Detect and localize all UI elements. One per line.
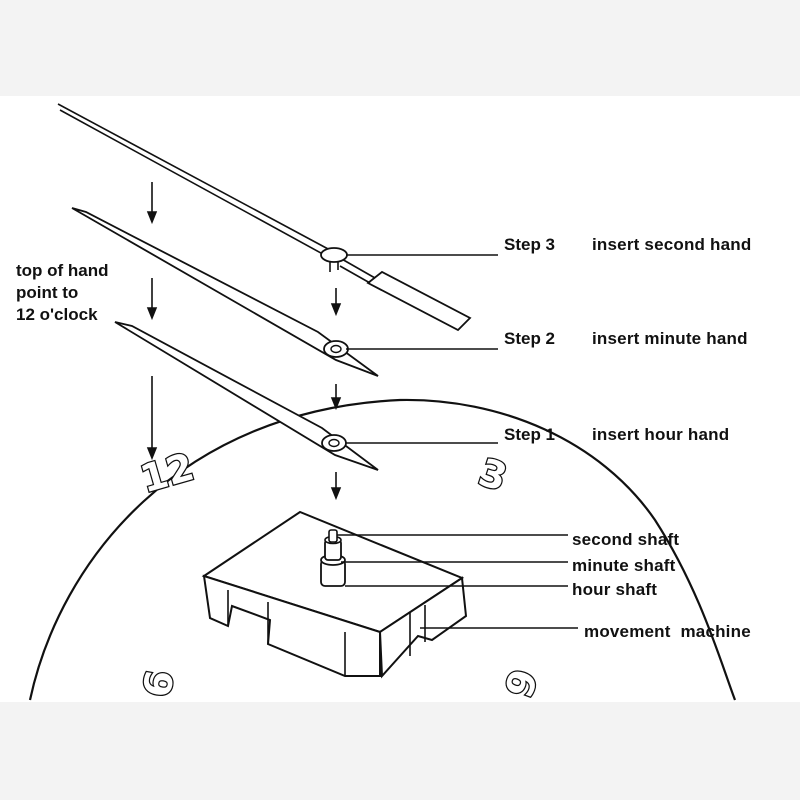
leader-lines [337,254,578,629]
movement-machine [201,510,468,679]
movement-machine-label: movement machine [584,622,751,641]
note-line-3: 12 o'clock [16,305,98,324]
dial-number-6: 6 [495,663,545,703]
dial-number-12: 12 [136,444,199,501]
minute-shaft-label: minute shaft [572,556,676,575]
dial-number-9: 9 [133,667,181,701]
arrow-icons [146,182,342,501]
hour-shaft-label: hour shaft [572,580,658,599]
step-3-label: Step 3 [504,235,556,254]
step-1-action: insert hour hand [592,425,730,444]
clock-face-arc [28,398,737,701]
step-2-action: insert minute hand [592,329,748,348]
minute-hand [71,207,379,377]
step-2-label: Step 2 [504,329,556,348]
second-hand [57,103,472,332]
step-1-label: Step 1 [504,425,556,444]
note-line-1: top of hand [16,261,109,280]
dial-number-3: 3 [474,450,513,500]
note-line-2: point to [16,283,79,302]
hand-alignment-note: top of hand point to 12 o'clock [16,260,109,326]
step-3-action: insert second hand [592,235,752,254]
second-shaft-label: second shaft [572,530,680,549]
hour-hand [114,321,379,471]
